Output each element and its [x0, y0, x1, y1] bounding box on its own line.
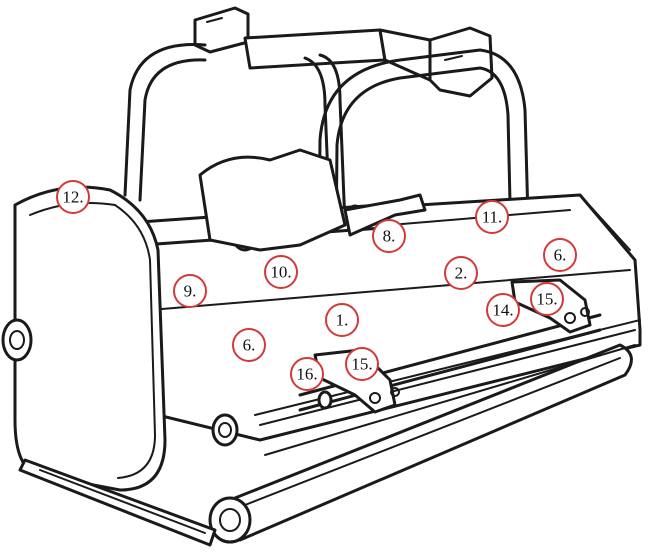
- callout-11-text: 11.: [482, 208, 503, 227]
- callout-16-text: 16.: [296, 365, 317, 384]
- skid-runner: [18, 458, 217, 547]
- callout-10: 10.: [264, 255, 298, 289]
- callout-11: 11.: [475, 200, 509, 234]
- callout-labels: 1. 2. 6. 6. 8. 9. 10. 11.: [56, 180, 577, 391]
- callout-6-right-text: 6.: [554, 246, 567, 265]
- callout-9-text: 9.: [184, 282, 197, 301]
- callout-9: 9.: [173, 274, 207, 308]
- callout-6-right: 6.: [543, 238, 577, 272]
- callout-15-left: 15.: [345, 347, 379, 381]
- callout-12-text: 12.: [62, 188, 83, 207]
- top-hitch-frame: [193, 6, 494, 98]
- callout-1-text: 1.: [336, 311, 349, 330]
- callout-14-text: 14.: [492, 301, 513, 320]
- callout-8-text: 8.: [383, 227, 396, 246]
- callout-15-left-text: 15.: [351, 355, 372, 374]
- front-frame-loop: [316, 48, 532, 357]
- callout-2: 2.: [444, 256, 478, 290]
- callout-6-left: 6.: [232, 328, 266, 362]
- callout-2-text: 2.: [455, 264, 468, 283]
- callout-16: 16.: [290, 357, 324, 391]
- callout-12: 12.: [56, 180, 90, 214]
- rear-frame-loop: [123, 43, 347, 227]
- callout-8: 8.: [372, 219, 406, 253]
- shaft-assembly: [138, 148, 427, 252]
- callout-14: 14.: [486, 293, 520, 327]
- callout-6-left-text: 6.: [243, 336, 256, 355]
- callout-15-right: 15.: [530, 282, 564, 316]
- callout-1: 1.: [325, 303, 359, 337]
- callout-15-right-text: 15.: [536, 290, 557, 309]
- callout-10-text: 10.: [270, 263, 291, 282]
- front-roller: [208, 329, 636, 544]
